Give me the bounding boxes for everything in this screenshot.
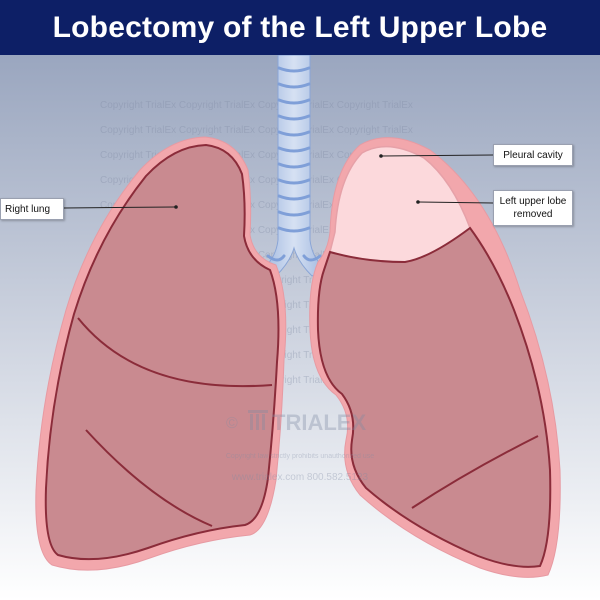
pleural-cavity-leader	[381, 154, 494, 157]
label-removed-line1: Left upper lobe	[499, 196, 567, 207]
trialex-watermark: © TRIALEX Copyright law strictly prohibi…	[226, 410, 374, 483]
label-pleural-cavity: Pleural cavity	[493, 144, 573, 166]
svg-text:Copyright TrialEx Copyright Tr: Copyright TrialEx Copyright TrialEx Copy…	[100, 175, 413, 186]
trachea	[261, 55, 327, 277]
svg-text:Copyright TrialEx Copyright Tr: Copyright TrialEx Copyright TrialEx Copy…	[100, 150, 413, 161]
trialex-logo-icon	[248, 410, 268, 430]
svg-text:www.trialex.com 800.582.5123: www.trialex.com 800.582.5123	[231, 472, 369, 483]
label-pleural-cavity-text: Pleural cavity	[503, 150, 563, 161]
trachea-rings	[266, 66, 322, 262]
right-lung-dot	[174, 205, 178, 209]
copyright-symbol: ©	[226, 415, 238, 432]
label-left-upper-lobe-removed: Left upper lobe removed	[493, 190, 573, 226]
right-horizontal-fissure	[77, 317, 273, 388]
label-right-lung: Right lung	[0, 198, 64, 220]
pleural-cavity-dot	[379, 154, 383, 158]
svg-text:Copyright TrialEx Copyright Tr: Copyright TrialEx Copyright TrialEx Copy…	[100, 225, 413, 236]
right-oblique-fissure	[85, 429, 213, 527]
page-title: Lobectomy of the Left Upper Lobe	[0, 0, 600, 55]
right-lung-body	[44, 143, 280, 561]
leader-dots	[174, 154, 420, 209]
left-oblique-fissure	[411, 435, 539, 509]
right-lung	[35, 136, 287, 571]
label-removed-line2: removed	[513, 209, 553, 220]
leader-lines	[63, 154, 494, 209]
removed-lobe-leader	[418, 201, 494, 204]
left-lung	[309, 137, 561, 578]
svg-text:Copyright law strictly prohibi: Copyright law strictly prohibits unautho…	[226, 453, 374, 460]
left-lower-lobe	[316, 226, 552, 568]
svg-text:Copyright TrialEx Copyright Tr: Copyright TrialEx Copyright TrialEx Copy…	[100, 125, 413, 136]
lung-diagram: Copyright TrialEx Copyright TrialEx Copy…	[0, 55, 600, 600]
right-lung-leader	[63, 206, 176, 209]
svg-text:Copyright TrialEx Copyright Tr: Copyright TrialEx Copyright TrialEx Copy…	[100, 200, 413, 211]
svg-text:TRIALEX: TRIALEX	[272, 410, 366, 435]
removed-lobe-dot	[416, 200, 420, 204]
label-right-lung-text: Right lung	[5, 204, 51, 215]
svg-text:Copyright TrialEx Copyright Tr: Copyright TrialEx Copyright TrialEx Copy…	[100, 100, 413, 111]
